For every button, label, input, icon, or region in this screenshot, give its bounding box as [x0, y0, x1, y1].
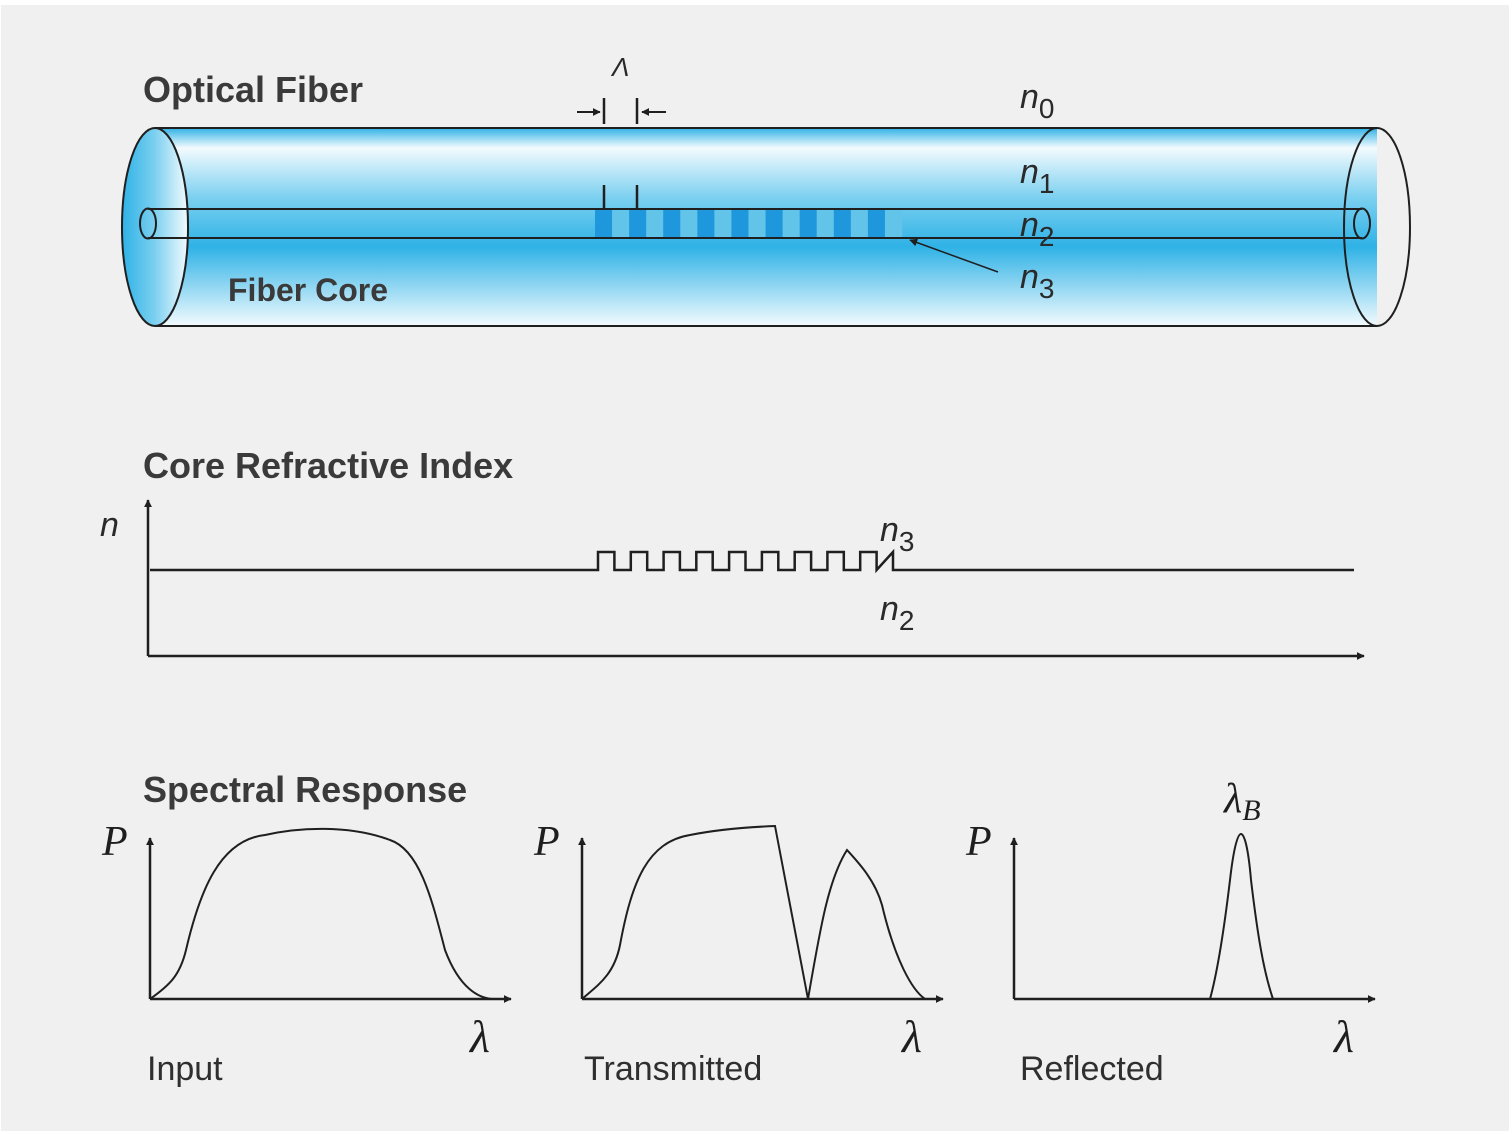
input-caption: Input: [147, 1050, 223, 1088]
fiber-right-end-back: [1343, 127, 1378, 327]
grating-low-index-segment: [850, 210, 869, 237]
grating-high-index-segment: [595, 210, 613, 237]
grating-low-index-segment: [782, 210, 800, 237]
n3-pointer: [909, 238, 999, 273]
fiber-right-end: [1376, 127, 1411, 327]
index-label-n2: n2: [1020, 206, 1055, 252]
period-marker: Λ: [577, 52, 666, 209]
index-label-n3: n3: [1020, 258, 1055, 304]
core-right-end: [1353, 207, 1371, 240]
grating-high-index-segment: [799, 210, 818, 237]
grating-low-index-segment: [612, 210, 630, 237]
input-x-label: λ: [468, 1011, 490, 1062]
index-profile-title: Core Refractive Index: [143, 445, 513, 486]
index-profile-section: Core Refractive Index n n3 n2: [100, 445, 1365, 660]
grating-high-index-segment: [629, 210, 647, 237]
grating-high-index-segment: [867, 210, 886, 237]
grating-low-index-segment: [884, 210, 903, 237]
core-label: Fiber Core: [228, 272, 388, 308]
grating-high-index-segment: [833, 210, 852, 237]
spectrum-panel-transmitted: P λ Transmitted: [533, 819, 944, 1088]
reflected-caption: Reflected: [1020, 1050, 1164, 1088]
transmitted-caption: Transmitted: [584, 1050, 762, 1088]
reflected-y-label: P: [965, 819, 992, 865]
transmitted-x-label: λ: [900, 1011, 922, 1062]
grating-low-index-segment: [646, 210, 664, 237]
grating-low-index-segment: [714, 210, 732, 237]
input-y-label: P: [101, 819, 128, 865]
spectrum-panel-input: P λ Input: [101, 819, 512, 1088]
index-profile-curve: [150, 548, 1354, 574]
grating-low-index-segment: [680, 210, 698, 237]
profile-label-n2: n2: [880, 590, 915, 636]
bragg-wavelength-label: λB: [1222, 776, 1261, 827]
profile-label-n3: n3: [880, 511, 915, 557]
index-label-n1: n1: [1020, 153, 1055, 199]
grating-high-index-segment: [731, 210, 749, 237]
index-y-label: n: [100, 506, 119, 544]
spectrum-panel-reflected: P λ λB Reflected: [965, 776, 1376, 1088]
index-label-n0: n0: [1020, 78, 1055, 124]
transmitted-spectrum-curve: [581, 824, 926, 1000]
transmitted-y-label: P: [533, 819, 560, 865]
spectral-section: Spectral Response P λ Input P λ Transmit…: [101, 769, 1376, 1088]
reflected-peak-curve: [1209, 832, 1274, 1000]
grating-high-index-segment: [663, 210, 681, 237]
period-symbol: Λ: [610, 52, 629, 82]
input-spectrum-curve: [149, 827, 493, 1000]
core-left-end: [139, 207, 157, 240]
grating-high-index-segment: [697, 210, 715, 237]
bragg-grating: [595, 210, 903, 237]
fiber-title: Optical Fiber: [143, 69, 363, 110]
spectral-title: Spectral Response: [143, 769, 467, 810]
optical-fiber-section: Optical Fiber Λ n0 n1 n2 n3: [121, 52, 1411, 327]
grating-low-index-segment: [748, 210, 766, 237]
grating-high-index-segment: [765, 210, 783, 237]
grating-low-index-segment: [816, 210, 835, 237]
reflected-x-label: λ: [1332, 1011, 1354, 1062]
